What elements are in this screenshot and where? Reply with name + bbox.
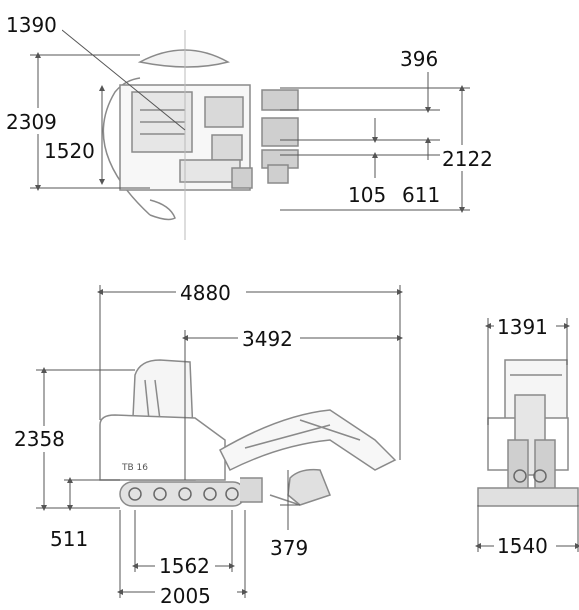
side-view-labels: 4880 3492 2358 511 1562 379 2005 (10, 280, 308, 608)
dim-1390: 1390 (6, 13, 57, 37)
dim-2122: 2122 (442, 147, 493, 171)
dim-1520: 1520 (44, 139, 95, 163)
dim-1540: 1540 (497, 534, 548, 558)
side-view-body (99, 414, 226, 481)
dim-105: 105 (348, 183, 386, 207)
top-view-blade (137, 49, 230, 68)
front-view-track (477, 487, 579, 507)
dim-4880: 4880 (180, 281, 231, 305)
dim-611: 611 (402, 183, 440, 207)
dim-396: 396 (400, 47, 438, 71)
dim-2309: 2309 (6, 110, 57, 134)
front-view (477, 359, 579, 507)
side-view-boom (219, 409, 397, 472)
top-view (102, 30, 299, 240)
side-view-bucket (287, 468, 331, 506)
dim-511: 511 (50, 527, 88, 551)
dim-3492: 3492 (242, 327, 293, 351)
svg-text:TB 16: TB 16 (121, 463, 148, 473)
side-view-dimension-lines (36, 285, 403, 598)
front-view-labels: 1391 1540 (494, 314, 556, 559)
dim-1391: 1391 (497, 315, 548, 339)
dim-379: 379 (270, 536, 308, 560)
side-view: TB 16 (99, 359, 397, 507)
dim-2005: 2005 (160, 584, 211, 605)
top-view-labels: 1390 396 2309 1520 2122 105 611 (2, 12, 496, 207)
dim-1562: 1562 (159, 554, 210, 578)
dim-2358: 2358 (14, 427, 65, 451)
